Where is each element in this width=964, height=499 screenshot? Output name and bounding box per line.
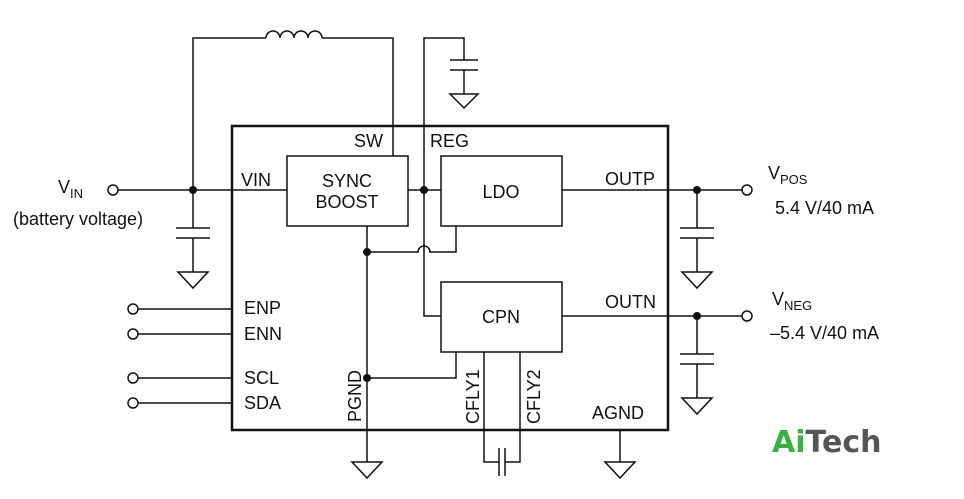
cpn-block bbox=[440, 281, 563, 353]
pgnd-ground-symbol bbox=[350, 461, 384, 480]
enp-terminal bbox=[127, 303, 139, 315]
sda-terminal bbox=[127, 397, 139, 409]
pin-label-pgnd: PGND bbox=[345, 370, 365, 422]
sync-boost-block bbox=[286, 155, 409, 227]
pin-label-outp: OUTP bbox=[605, 169, 655, 189]
pin-label-outn: OUTN bbox=[605, 292, 656, 312]
reg-wire bbox=[423, 37, 465, 190]
scl-terminal bbox=[127, 372, 139, 384]
boost-label-line2: BOOST bbox=[315, 192, 378, 212]
inductor-wire-right bbox=[322, 37, 394, 156]
vin-terminal bbox=[107, 184, 119, 196]
cfly2-wire bbox=[505, 352, 521, 463]
vneg-terminal bbox=[741, 310, 753, 322]
boost-label-line1: SYNC bbox=[322, 171, 372, 191]
vpos-terminal bbox=[741, 184, 753, 196]
pin-label-cfly1: CFLY1 bbox=[463, 369, 483, 424]
outp-ground-symbol bbox=[680, 271, 714, 290]
enn-terminal bbox=[127, 328, 139, 340]
pin-label-agnd: AGND bbox=[592, 403, 644, 423]
inductor-symbol bbox=[265, 30, 323, 39]
vneg-label: VNEG bbox=[772, 289, 812, 313]
aitech-logo: AiTech bbox=[772, 425, 881, 460]
pin-label-scl: SCL bbox=[244, 368, 279, 388]
vin-ground-symbol bbox=[176, 271, 210, 290]
pin-label-cfly2: CFLY2 bbox=[524, 369, 544, 424]
vneg-value: –5.4 V/40 mA bbox=[770, 323, 879, 343]
pin-label-vin: VIN bbox=[241, 170, 271, 190]
inductor-wire-left bbox=[192, 37, 266, 190]
cpn-ground-wire bbox=[367, 352, 457, 379]
pin-label-enn: ENN bbox=[244, 324, 282, 344]
vpos-label: VPOS bbox=[768, 163, 808, 187]
reg-ground-symbol bbox=[448, 93, 480, 110]
ldo-label: LDO bbox=[482, 182, 519, 202]
vpos-value: 5.4 V/40 mA bbox=[775, 198, 874, 218]
ic-outline bbox=[230, 124, 670, 432]
vin-label: VIN bbox=[58, 177, 83, 201]
cfly1-wire bbox=[483, 352, 499, 463]
ldo-ground-wire bbox=[367, 226, 457, 253]
outn-ground-symbol bbox=[680, 397, 714, 416]
pin-label-sw: SW bbox=[354, 131, 383, 151]
reg-cpn-wire bbox=[423, 190, 441, 317]
cpn-label: CPN bbox=[482, 307, 520, 327]
pin-label-reg: REG bbox=[430, 131, 469, 151]
agnd-ground-symbol bbox=[603, 461, 637, 480]
ldo-block bbox=[440, 155, 563, 227]
pin-label-sda: SDA bbox=[244, 393, 281, 413]
vin-note: (battery voltage) bbox=[13, 209, 143, 229]
pin-label-enp: ENP bbox=[244, 298, 281, 318]
